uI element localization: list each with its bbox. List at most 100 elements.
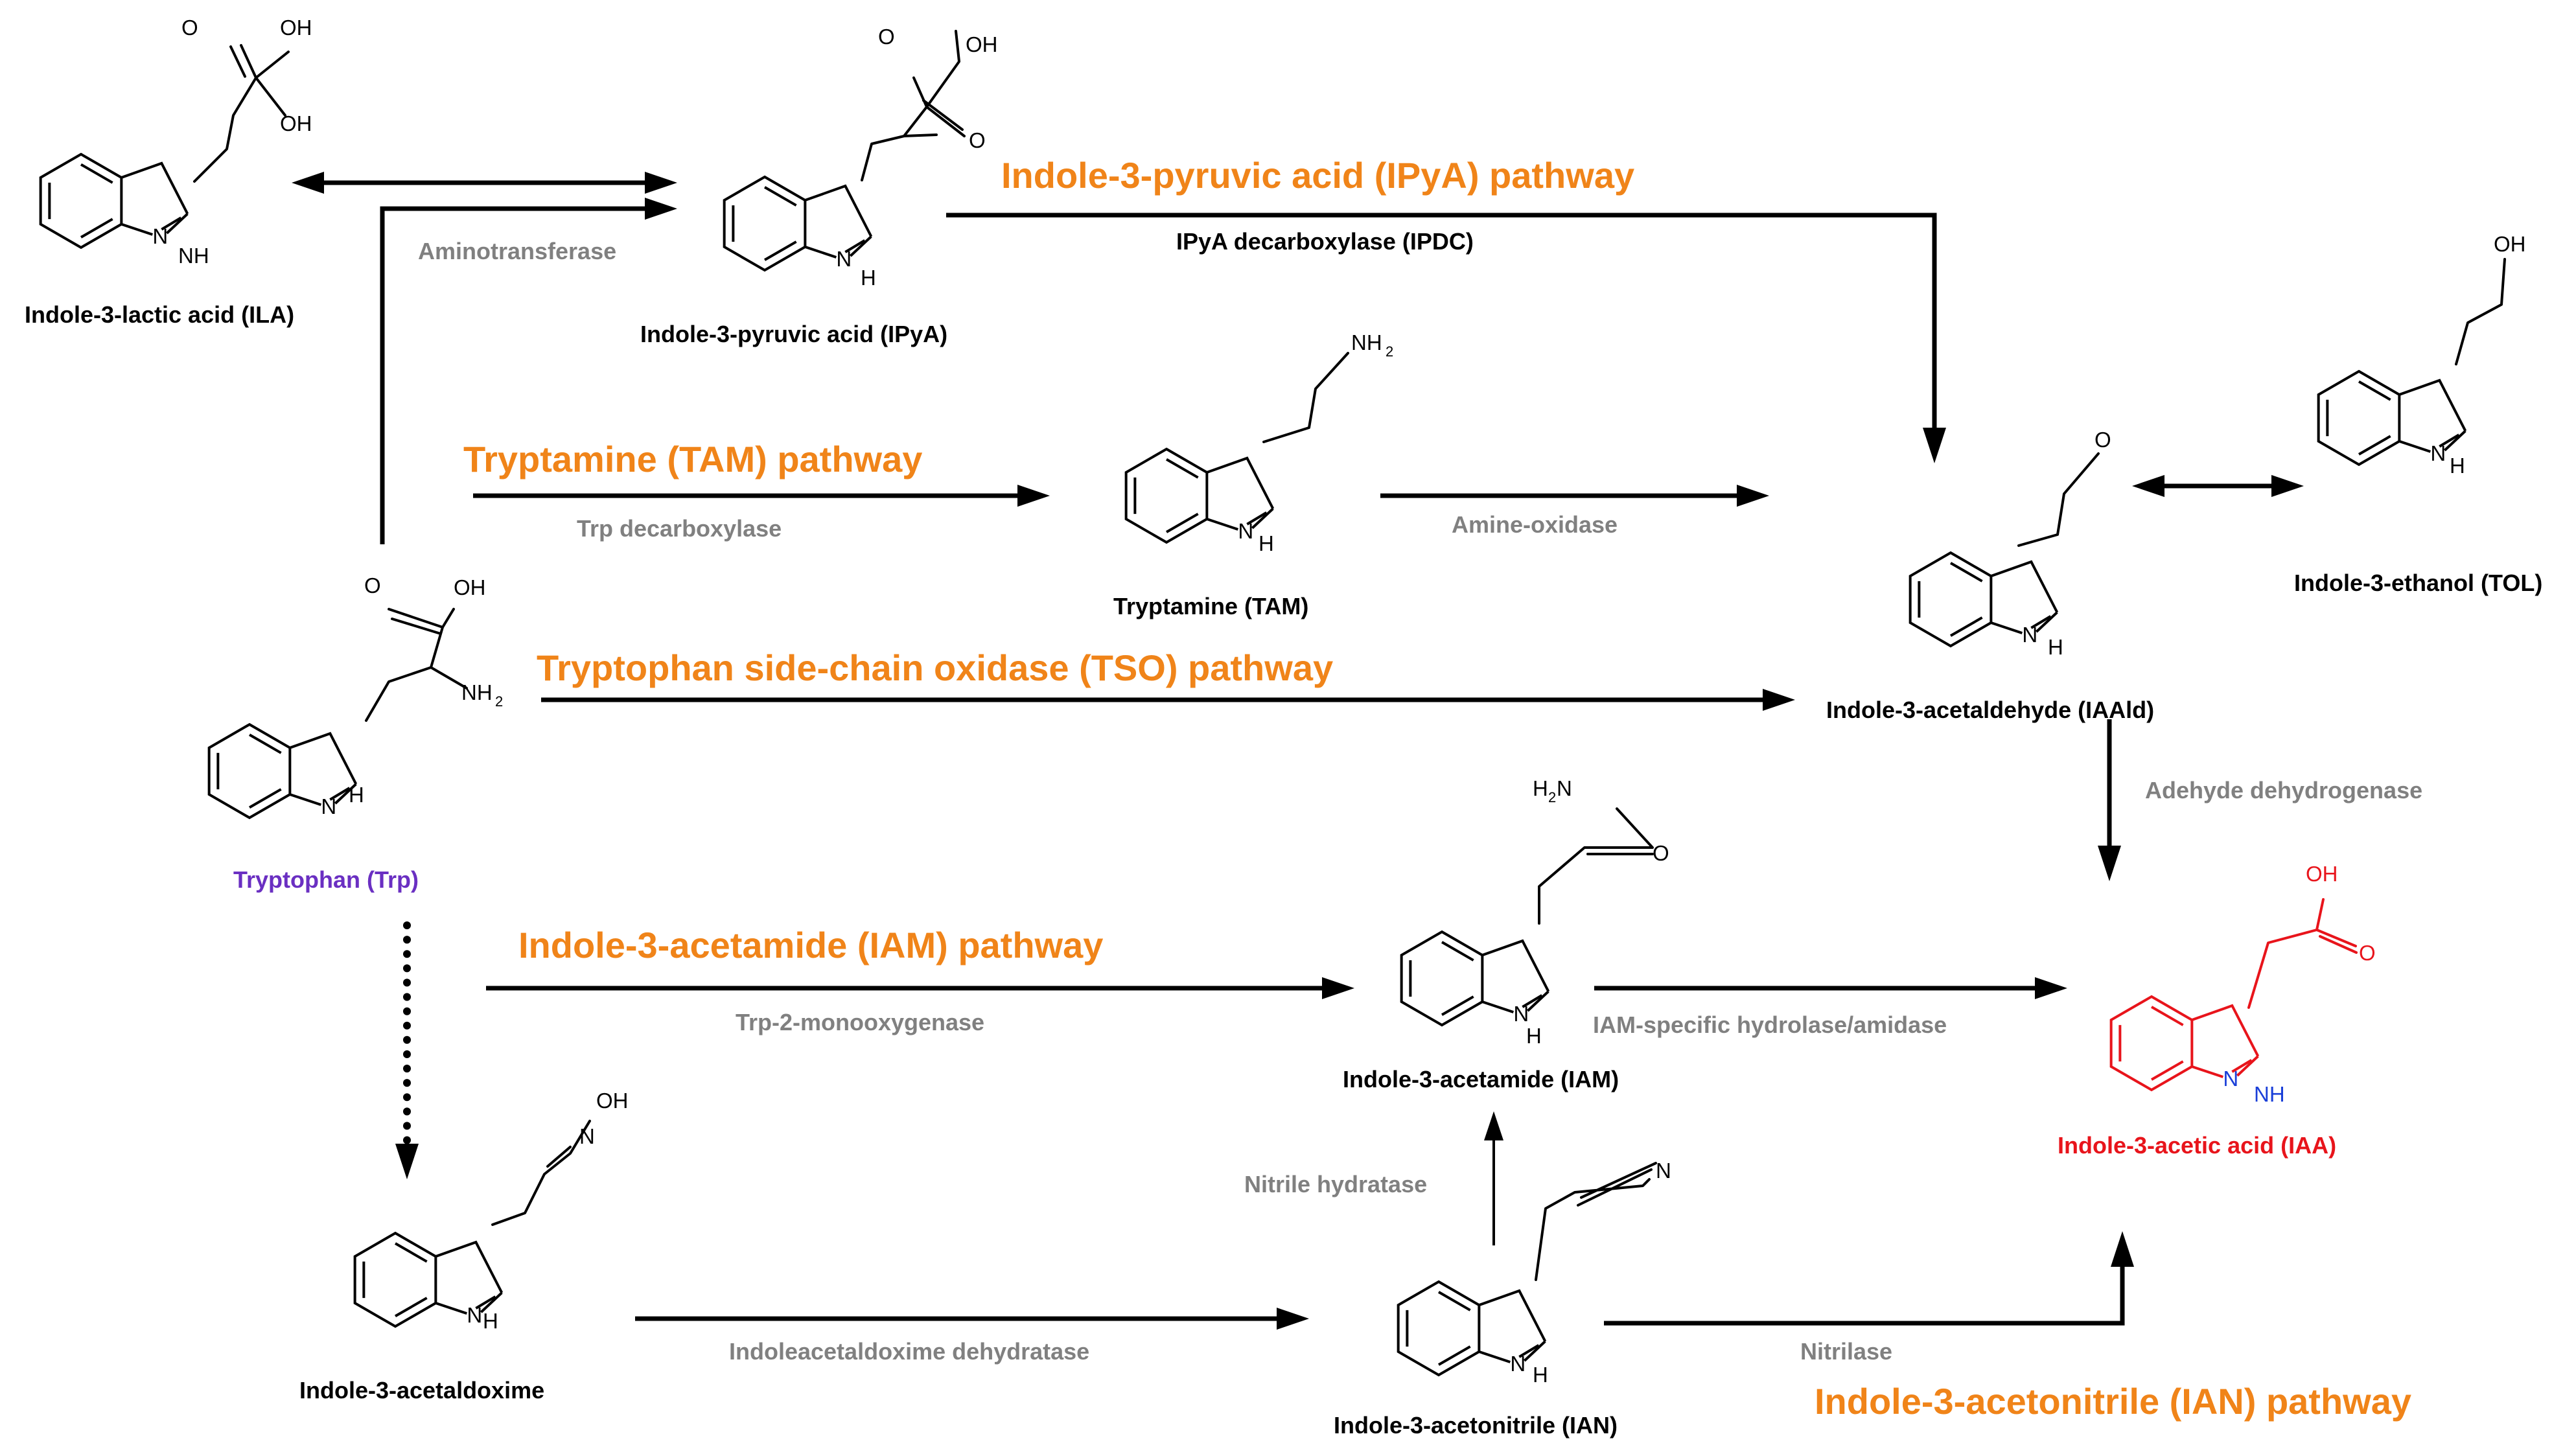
ila-ring-nitrogen: N: [152, 224, 168, 248]
iaox-h: H: [483, 1309, 498, 1333]
iaox-oh: OH: [596, 1089, 629, 1113]
ipya-n-bridge-bond: [804, 246, 837, 259]
iaa-name: Indole-3-acetic acid (IAA): [2058, 1132, 2336, 1159]
tol-c2-n-bond: [2443, 430, 2466, 452]
ian-imine-bond: [1518, 1344, 1540, 1358]
ipya-pyrrole-ring: [804, 184, 873, 237]
nitrile-hydratase-label: Nitrile hydratase: [1244, 1171, 1427, 1197]
iam-h2n-n: N: [1557, 776, 1572, 800]
aminotransferase-label: Aminotransferase: [418, 238, 616, 264]
ipya-side-chain: [861, 30, 966, 181]
pathway-titles: Indole-3-pyruvic acid (IPyA) pathway Try…: [463, 155, 2411, 1422]
ipya-name: Indole-3-pyruvic acid (IPyA): [640, 321, 947, 347]
iam-name: Indole-3-acetamide (IAM): [1343, 1066, 1619, 1092]
tam-imine-bond: [1246, 511, 1268, 526]
iaox-dehydratase-label: Indoleacetaldoxime dehydratase: [729, 1338, 1089, 1365]
iaa-double-bond-1: [2150, 1006, 2184, 1026]
trp-nh2-sub: 2: [495, 693, 503, 710]
iaox-ring-nitrogen: N: [467, 1303, 482, 1327]
ipya-h: H: [861, 266, 876, 290]
ipya-double-bond-2: [763, 240, 797, 261]
ipya-oh: OH: [966, 32, 998, 56]
tol-side-chain: [2455, 258, 2506, 365]
ipya-benzene-ring: [723, 175, 807, 272]
iaa-pyrrole-ring: [2191, 1004, 2260, 1057]
iaald-imine-bond: [2030, 615, 2052, 629]
arrows: [292, 172, 2304, 1330]
tol-benzene-ring: [2317, 369, 2401, 467]
ila-side-chain: [193, 44, 290, 183]
iaa-side-chain: [2247, 898, 2358, 1009]
iaa-o: O: [2359, 941, 2376, 965]
arrowhead-ian-to-iam: [1484, 1111, 1503, 1140]
ila-imine-bond: [161, 216, 182, 231]
iaox-double-bond-2: [394, 1297, 428, 1317]
iaald-n-bridge-bond: [1990, 621, 2023, 634]
ian-ring-nitrogen: N: [1510, 1352, 1526, 1376]
iaa-c2-n-bond: [2236, 1055, 2259, 1077]
iam-h2n-sub: 2: [1548, 789, 1556, 805]
trp-o: O: [364, 573, 381, 597]
iaa-nh: NH: [2254, 1082, 2285, 1106]
tam-h: H: [1259, 531, 1274, 555]
iaa-oh: OH: [2306, 862, 2338, 886]
ian-iaa-arrow-line: [1604, 1267, 2125, 1326]
trp-monooxygenase-label: Trp-2-monooxygenase: [736, 1009, 984, 1035]
ipya-o2: O: [969, 128, 986, 152]
ian-double-bond-2: [1438, 1345, 1471, 1366]
ian-benzene-ring: [1397, 1280, 1481, 1377]
arrowhead-tam-to-iaald: [1737, 485, 1769, 507]
ian-h: H: [1533, 1363, 1548, 1387]
tam-double-bond-2: [1166, 513, 1199, 533]
ian-side-chain: [1535, 1162, 1657, 1281]
iaox-imine-bond: [475, 1295, 496, 1310]
iaald-double-bond-1: [1950, 562, 1983, 583]
ian-n-bridge-bond: [1478, 1350, 1511, 1363]
ila-oh2: OH: [280, 111, 312, 135]
iaa-ring-nitrogen: N: [2223, 1067, 2238, 1091]
ipya-iaald-arrow-line: [946, 213, 1937, 428]
nitrilase-label: Nitrilase: [1800, 1338, 1892, 1365]
arrowhead-to-iaald-side: [2132, 475, 2164, 497]
iaox-c2-n-bond: [480, 1291, 503, 1313]
compound-labels: Indole-3-lactic acid (ILA) Indole-3-pyru…: [25, 301, 2542, 1439]
ipya-double-bond-1: [763, 186, 797, 207]
ila-c2-n-bond: [165, 213, 189, 235]
iaa-benzene-ring: [2109, 995, 2194, 1092]
iaox-n: N: [579, 1124, 595, 1148]
ipya-c2-n-bond: [849, 235, 872, 257]
arrowhead-to-iaald-top: [1923, 428, 1946, 463]
trp-ipya-arrow-line: [380, 206, 661, 544]
iaox-name: Indole-3-acetaldoxime: [299, 1377, 544, 1404]
arrowhead-to-ipya: [645, 198, 677, 220]
tam-double-bond-1: [1166, 458, 1199, 479]
tso-pathway-title: Tryptophan side-chain oxidase (TSO) path…: [537, 647, 1333, 688]
ipya-pathway-title: Indole-3-pyruvic acid (IPyA) pathway: [1001, 155, 1634, 196]
trp-side-chain: [365, 608, 468, 722]
iam-o: O: [1653, 841, 1669, 865]
tol-pyrrole-ring: [2398, 378, 2467, 432]
side-chains: [193, 30, 2506, 1281]
iaald-name: Indole-3-acetaldehyde (IAAld): [1826, 697, 2154, 723]
arrowhead-to-ila: [292, 172, 324, 194]
tol-h: H: [2450, 454, 2465, 478]
iaox-n-bridge-bond: [435, 1302, 467, 1315]
iam-ring-nitrogen: N: [1513, 1002, 1529, 1026]
iam-h2n: H: [1533, 776, 1548, 800]
tam-n-bridge-bond: [1206, 518, 1238, 531]
tam-benzene-ring: [1124, 447, 1209, 544]
tol-oh: OH: [2494, 232, 2526, 256]
enzyme-labels: Aminotransferase IPyA decarboxylase (IPD…: [418, 228, 2422, 1365]
iaald-ring-nitrogen: N: [2022, 623, 2037, 647]
trp-double-bond-2: [248, 788, 282, 809]
arrowhead-to-ian: [1277, 1308, 1309, 1330]
iaa-double-bond-2: [2150, 1060, 2184, 1081]
tol-name: Indole-3-ethanol (TOL): [2294, 570, 2542, 596]
arrowhead-to-ipya-top: [645, 172, 677, 194]
tam-nh2: NH: [1351, 330, 1382, 354]
tol-n-bridge-bond: [2398, 440, 2431, 453]
iam-imine-bond: [1522, 994, 1543, 1008]
iam-h: H: [1526, 1024, 1542, 1048]
tam-c2-n-bond: [1251, 507, 1274, 529]
